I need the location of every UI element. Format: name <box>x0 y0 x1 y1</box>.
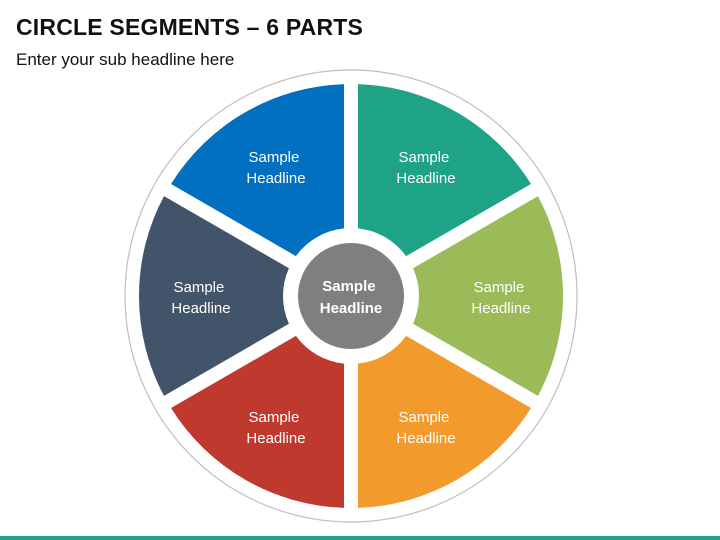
segment-3-shape <box>358 335 531 508</box>
slide-subtitle: Enter your sub headline here <box>16 50 235 69</box>
segment-6[interactable]: Sample Headline <box>171 84 344 257</box>
segment-5[interactable]: Sample Headline <box>138 196 289 396</box>
segment-5-label: Sample Headline <box>171 279 230 317</box>
segment-5-shape <box>138 196 289 396</box>
bottom-accent-bar <box>0 536 720 540</box>
center-hub[interactable]: Sample Headline <box>298 243 404 349</box>
segment-2-shape <box>413 196 563 396</box>
segment-1-label: Sample Headline <box>396 149 455 187</box>
segment-6-label: Sample Headline <box>246 149 305 187</box>
center-circle <box>298 243 404 349</box>
segment-4[interactable]: Sample Headline <box>171 335 344 508</box>
segment-3[interactable]: Sample Headline <box>358 335 531 508</box>
segment-2-label: Sample Headline <box>471 279 530 317</box>
segment-2[interactable]: Sample Headline <box>413 196 563 396</box>
segment-4-label: Sample Headline <box>246 409 305 447</box>
segment-4-shape <box>171 335 344 508</box>
slide-title: CIRCLE SEGMENTS – 6 PARTS <box>16 14 364 40</box>
center-label: Sample Headline <box>320 278 383 317</box>
segment-6-shape <box>171 84 344 257</box>
segment-1[interactable]: Sample Headline <box>358 84 531 257</box>
segment-1-shape <box>358 84 531 257</box>
segment-3-label: Sample Headline <box>396 409 455 447</box>
